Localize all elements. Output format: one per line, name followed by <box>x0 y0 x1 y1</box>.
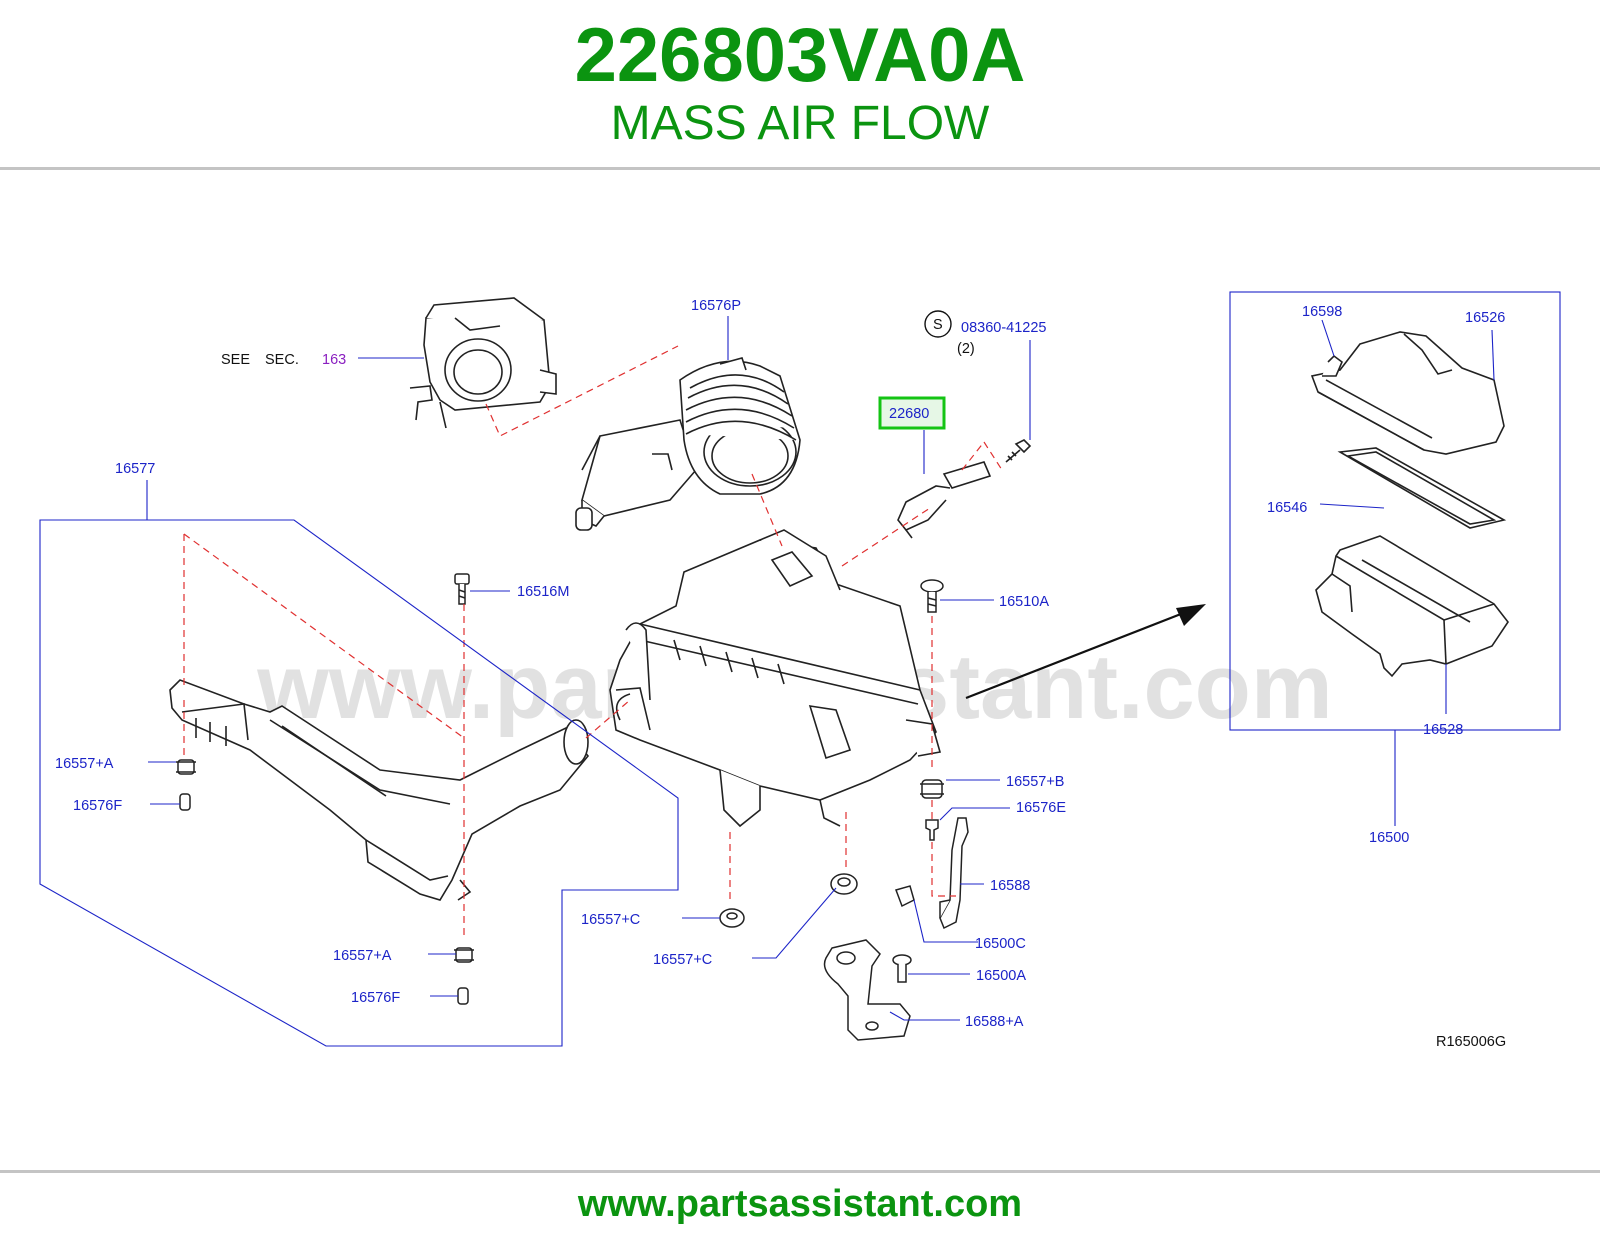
label-16500[interactable]: 16500 <box>1369 830 1409 846</box>
label-16576P[interactable]: 16576P <box>691 298 741 314</box>
label-22680[interactable]: 22680 <box>889 406 929 422</box>
label-16557A-lower[interactable]: 16557+A <box>333 948 392 964</box>
label-16576F-lower[interactable]: 16576F <box>351 990 400 1006</box>
callout-leader-lines <box>39 291 1561 1047</box>
label-16557C-1[interactable]: 16557+C <box>581 912 640 928</box>
label-16546[interactable]: 16546 <box>1267 500 1307 516</box>
hardware-drawings <box>176 573 969 1041</box>
label-16576F-left[interactable]: 16576F <box>73 798 122 814</box>
label-16526[interactable]: 16526 <box>1465 310 1505 326</box>
part-number-title: 226803VA0A <box>574 13 1026 98</box>
label-16598[interactable]: 16598 <box>1302 304 1342 320</box>
inlet-duct-drawing <box>169 679 590 901</box>
parts-diagram: www.partsassistant.com <box>39 291 1561 1050</box>
link-sec-163[interactable]: 163 <box>322 352 346 368</box>
screw-08360-drawing <box>1005 439 1032 463</box>
dashed-leader-lines <box>183 345 1003 940</box>
page-header: 226803VA0A MASS AIR FLOW <box>0 0 1600 168</box>
label-16557A-left[interactable]: 16557+A <box>55 756 114 772</box>
footer-website-link[interactable]: www.partsassistant.com <box>577 1183 1023 1225</box>
label-16516M[interactable]: 16516M <box>517 584 569 600</box>
mass-air-flow-sensor-drawing <box>897 461 992 539</box>
s-symbol-circle <box>924 310 952 338</box>
air-cleaner-assembly-drawing <box>609 529 942 828</box>
label-sec: SEC. <box>265 352 299 368</box>
label-qty-2: (2) <box>957 341 975 357</box>
label-16500C[interactable]: 16500C <box>975 936 1026 952</box>
label-16510A[interactable]: 16510A <box>999 594 1049 610</box>
footer-divider <box>0 1170 1600 1173</box>
highlight-box-22680 <box>878 396 946 430</box>
label-reference-code: R165006G <box>1436 1034 1506 1050</box>
label-s-symbol: S <box>933 317 943 333</box>
label-16588A[interactable]: 16588+A <box>965 1014 1024 1030</box>
label-08360-41225[interactable]: 08360-41225 <box>961 320 1046 336</box>
label-see: SEE <box>221 352 250 368</box>
callout-labels: SEE SEC. 163 16576P S 08360-41225 (2) 22… <box>55 298 1506 1050</box>
label-16500A[interactable]: 16500A <box>976 968 1026 984</box>
throttle-body-drawing <box>409 297 557 429</box>
air-cleaner-exploded-drawing <box>1310 331 1509 678</box>
label-16588[interactable]: 16588 <box>990 878 1030 894</box>
air-duct-drawing <box>575 357 801 531</box>
label-16557B[interactable]: 16557+B <box>1006 774 1064 790</box>
header-divider <box>0 167 1600 170</box>
label-16576E[interactable]: 16576E <box>1016 800 1066 816</box>
label-16528[interactable]: 16528 <box>1423 722 1463 738</box>
part-name-subtitle: MASS AIR FLOW <box>610 97 990 150</box>
label-16557C-2[interactable]: 16557+C <box>653 952 712 968</box>
pointer-arrow <box>965 604 1206 700</box>
label-16577[interactable]: 16577 <box>115 461 155 477</box>
